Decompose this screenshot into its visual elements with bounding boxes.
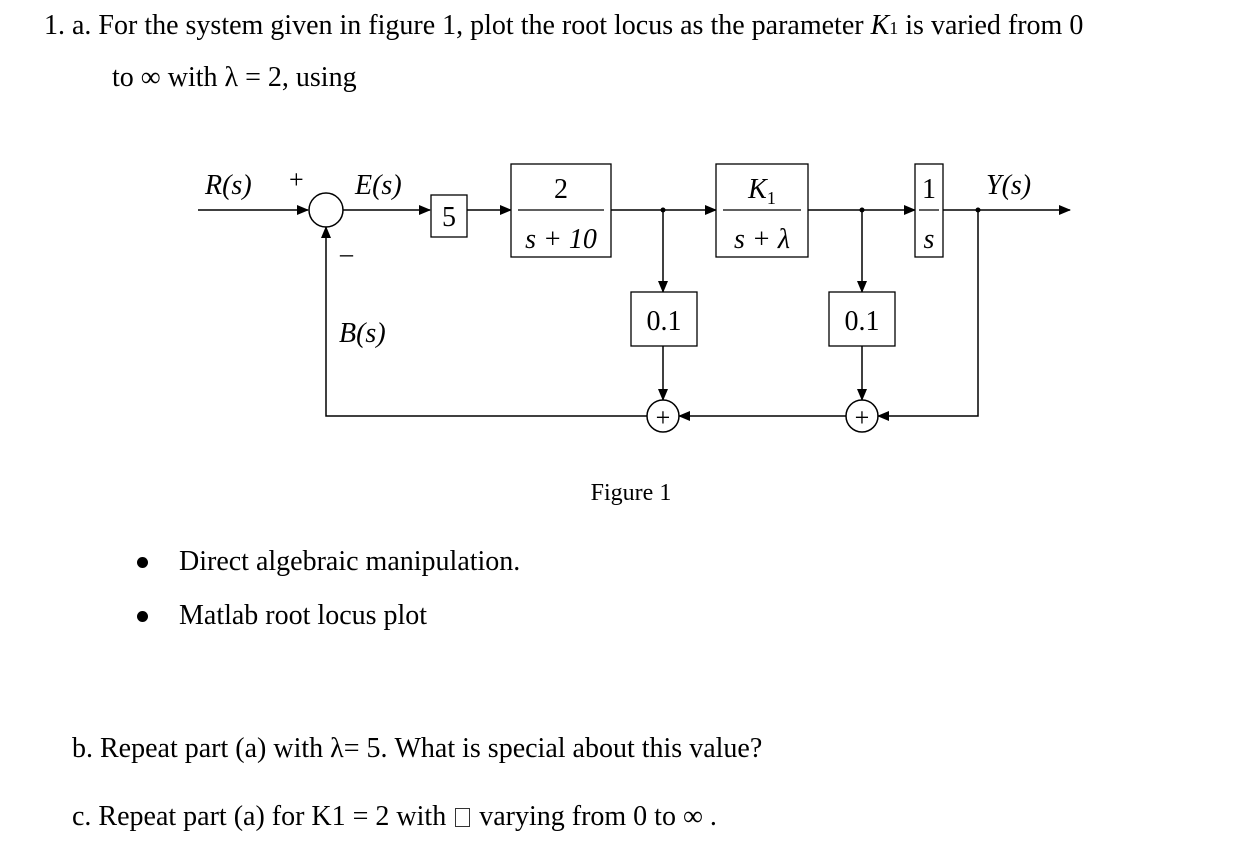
block-diagram: R(s) + – E(s) B(s) Y(s) 5 2 s + 10 K1 s … [198,163,1071,506]
output-label: Y(s) [986,170,1031,201]
block1-denominator: s + 10 [525,224,597,255]
block2-numerator-subscript: 1 [767,188,776,208]
integrator-numerator: 1 [922,174,936,205]
feedback-minus-sign: – [339,239,354,268]
output-feedback-line [877,210,979,421]
gain-value: 5 [442,202,456,233]
bullet-item-1: Direct algebraic manipulation. [179,546,521,577]
sensor-2-gain: 0.1 [845,306,880,337]
part-a-param-subscript: 1 [889,18,899,38]
block2-numerator-symbol: K [747,174,768,205]
sum-2-plus: + [656,403,671,432]
sensor-1-gain: 0.1 [647,306,682,337]
block2-numerator: K1 [747,174,776,208]
sum-3-plus: + [855,403,870,432]
sensor-block-1 [630,291,698,347]
sensor-block-2 [828,291,896,347]
part-c-prefix: c. Repeat part (a) for K1 = 2 with [72,801,454,832]
summing-junction [308,192,344,228]
part-a-line-2: to ∞ with λ = 2, using [112,62,357,93]
bullet-dot-1 [137,557,148,568]
part-c-text: c. Repeat part (a) for K1 = 2 with varyi… [72,803,717,831]
missing-symbol-box-icon [455,808,471,827]
gain-block [430,194,468,238]
input-label: R(s) [204,170,252,201]
main-feedback-line [321,226,647,417]
bullet-item-2: Matlab root locus plot [179,600,428,631]
part-c-suffix: varying from 0 to ∞ . [472,801,717,832]
error-label: E(s) [354,170,402,201]
figure-caption: Figure 1 [591,480,672,506]
part-a-line-1-prefix: 1. a. For the system given in figure 1, … [44,10,871,41]
part-a-param: K [870,10,890,41]
part-a-line-1-suffix: is varied from 0 [898,10,1084,41]
part-a-line-1: 1. a. For the system given in figure 1, … [44,12,1083,40]
input-plus-sign: + [289,165,304,194]
bullet-dot-2 [137,611,148,622]
integrator-denominator: s [924,224,935,255]
block2-denominator: s + λ [734,224,790,255]
part-b-text: b. Repeat part (a) with λ= 5. What is sp… [72,733,763,764]
block1-numerator: 2 [554,174,568,205]
feedback-label: B(s) [339,318,386,349]
